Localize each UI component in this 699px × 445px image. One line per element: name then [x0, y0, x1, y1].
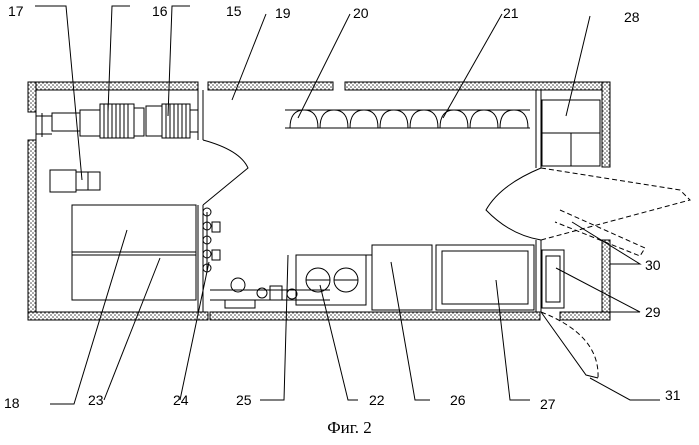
unit-17	[50, 170, 100, 192]
label-26: 26	[450, 393, 466, 407]
label-28: 28	[624, 10, 640, 24]
door-swing-30	[486, 168, 690, 256]
unit-29	[542, 250, 564, 308]
label-25: 25	[236, 393, 252, 407]
label-16: 16	[152, 4, 168, 18]
machinery-16	[52, 104, 144, 138]
pump-line-25	[210, 278, 330, 308]
wall-bottom-mid	[210, 312, 540, 320]
wall-top-left	[28, 82, 198, 90]
label-27: 27	[540, 397, 556, 411]
wall-left-upper	[28, 82, 36, 112]
duct	[36, 113, 52, 137]
cabinet-27	[436, 245, 534, 310]
label-20: 20	[353, 6, 369, 20]
label-22: 22	[369, 393, 385, 407]
label-24: 24	[173, 393, 189, 407]
valves-24	[203, 208, 220, 272]
wall-top-right	[345, 82, 610, 90]
label-21: 21	[503, 6, 519, 20]
seat-row-21	[285, 110, 530, 128]
wall-right-upper	[602, 82, 610, 167]
door-swing-31	[541, 312, 598, 378]
locker-28	[542, 100, 600, 166]
cabinets-23	[72, 205, 196, 300]
label-19: 19	[275, 6, 291, 20]
label-18: 18	[4, 396, 20, 410]
boilers-22	[296, 255, 372, 305]
machinery-15	[146, 104, 198, 138]
label-31: 31	[665, 388, 681, 402]
wall-right-lower	[602, 240, 610, 320]
outer-walls	[28, 82, 610, 320]
label-17: 17	[8, 4, 24, 18]
door-swing-left	[203, 140, 248, 205]
label-29: 29	[645, 305, 661, 319]
label-30: 30	[645, 258, 661, 272]
wall-bottom-left	[28, 312, 208, 320]
wall-bottom-right	[560, 312, 610, 320]
figure-caption: Фиг. 2	[0, 418, 699, 438]
label-15: 15	[226, 4, 242, 18]
cabinet-26	[372, 245, 432, 310]
wall-left-lower	[28, 140, 36, 320]
label-23: 23	[88, 393, 104, 407]
